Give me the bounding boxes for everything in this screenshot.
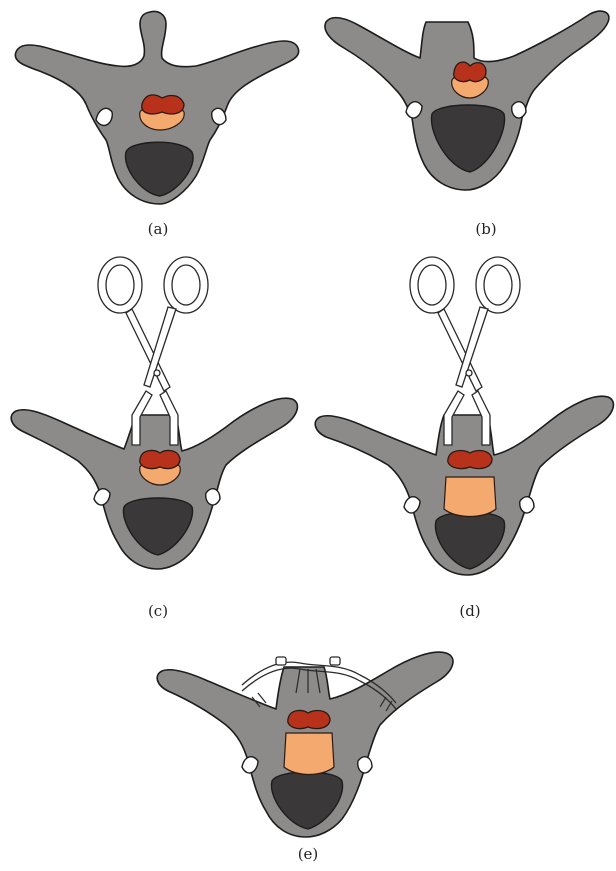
panel-label-a: (a)	[138, 220, 178, 238]
red-tissue	[448, 451, 492, 469]
vertebra-illustration-a	[0, 0, 308, 245]
panel-c: (c)	[0, 245, 308, 635]
orange-tissue	[444, 477, 496, 517]
vertebra-illustration-b	[308, 0, 616, 245]
panel-label-d: (d)	[450, 602, 490, 620]
panel-e: (e)	[150, 635, 466, 871]
red-tissue	[140, 451, 180, 469]
panel-b: (b)	[308, 0, 616, 245]
panel-label-c: (c)	[138, 602, 178, 620]
panel-label-e: (e)	[288, 845, 328, 863]
vertebra-illustration-d	[308, 245, 616, 635]
vertebra-illustration-e	[150, 635, 466, 871]
vertebra-illustration-c	[0, 245, 308, 635]
panel-a: (a)	[0, 0, 308, 245]
lateral-foramen-right	[358, 757, 372, 773]
panel-d: (d)	[308, 245, 616, 635]
lateral-foramen-right	[206, 489, 220, 505]
red-tissue	[454, 62, 486, 82]
red-tissue	[288, 711, 330, 729]
orange-tissue	[284, 733, 334, 775]
red-tissue	[142, 95, 184, 114]
lateral-foramen-right	[212, 108, 226, 124]
panel-label-b: (b)	[466, 220, 506, 238]
lateral-foramen-right	[520, 497, 534, 513]
lateral-foramen-right	[512, 102, 526, 118]
